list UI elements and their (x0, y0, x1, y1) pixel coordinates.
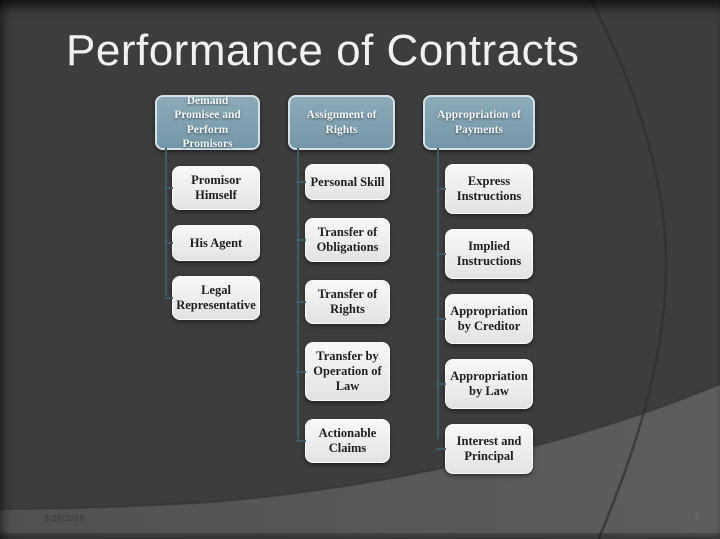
footer-date: 3/28/2018 (44, 513, 85, 523)
child-node: Appropriation by Law (436, 359, 533, 409)
child-node: Interest and Principal (436, 424, 533, 474)
swoosh-edge-line (0, 383, 720, 510)
child-node: Transfer of Rights (296, 280, 390, 324)
org-chart-column-appropriation-of-payments: Appropriation of Payments Express Instru… (423, 95, 535, 474)
child-node-list: Personal Skill Transfer of Obligations T… (296, 164, 390, 463)
bottom-shade (0, 533, 720, 539)
slide-title: Performance of Contracts (66, 26, 580, 75)
org-chart-column-demand-promisee: Demand Promisee and Perform Promisors Pr… (155, 95, 260, 320)
child-node: Implied Instructions (436, 229, 533, 279)
child-node: Actionable Claims (296, 419, 390, 463)
page-number: 1 (694, 510, 701, 522)
child-node: Appropriation by Creditor (436, 294, 533, 344)
child-node: His Agent (164, 225, 260, 261)
child-node: Express Instructions (436, 164, 533, 214)
header-node: Appropriation of Payments (423, 95, 535, 150)
org-chart-column-assignment-of-rights: Assignment of Rights Personal Skill Tran… (288, 95, 395, 463)
connector-vline (437, 148, 439, 439)
child-node: Promisor Himself (164, 166, 260, 210)
child-node: Personal Skill (296, 164, 390, 200)
header-node: Assignment of Rights (288, 95, 395, 150)
child-node-list: Express Instructions Implied Instruction… (436, 164, 533, 474)
arc-line (589, 0, 668, 539)
header-node: Demand Promisee and Perform Promisors (155, 95, 260, 150)
swoosh-shape (0, 384, 720, 539)
child-node: Legal Representative (164, 276, 260, 320)
connector-vline (297, 148, 299, 439)
connector-vline (165, 148, 167, 296)
child-node: Transfer by Operation of Law (296, 342, 390, 401)
child-node-list: Promisor Himself His Agent Legal Represe… (164, 166, 260, 320)
child-node: Transfer of Obligations (296, 218, 390, 262)
